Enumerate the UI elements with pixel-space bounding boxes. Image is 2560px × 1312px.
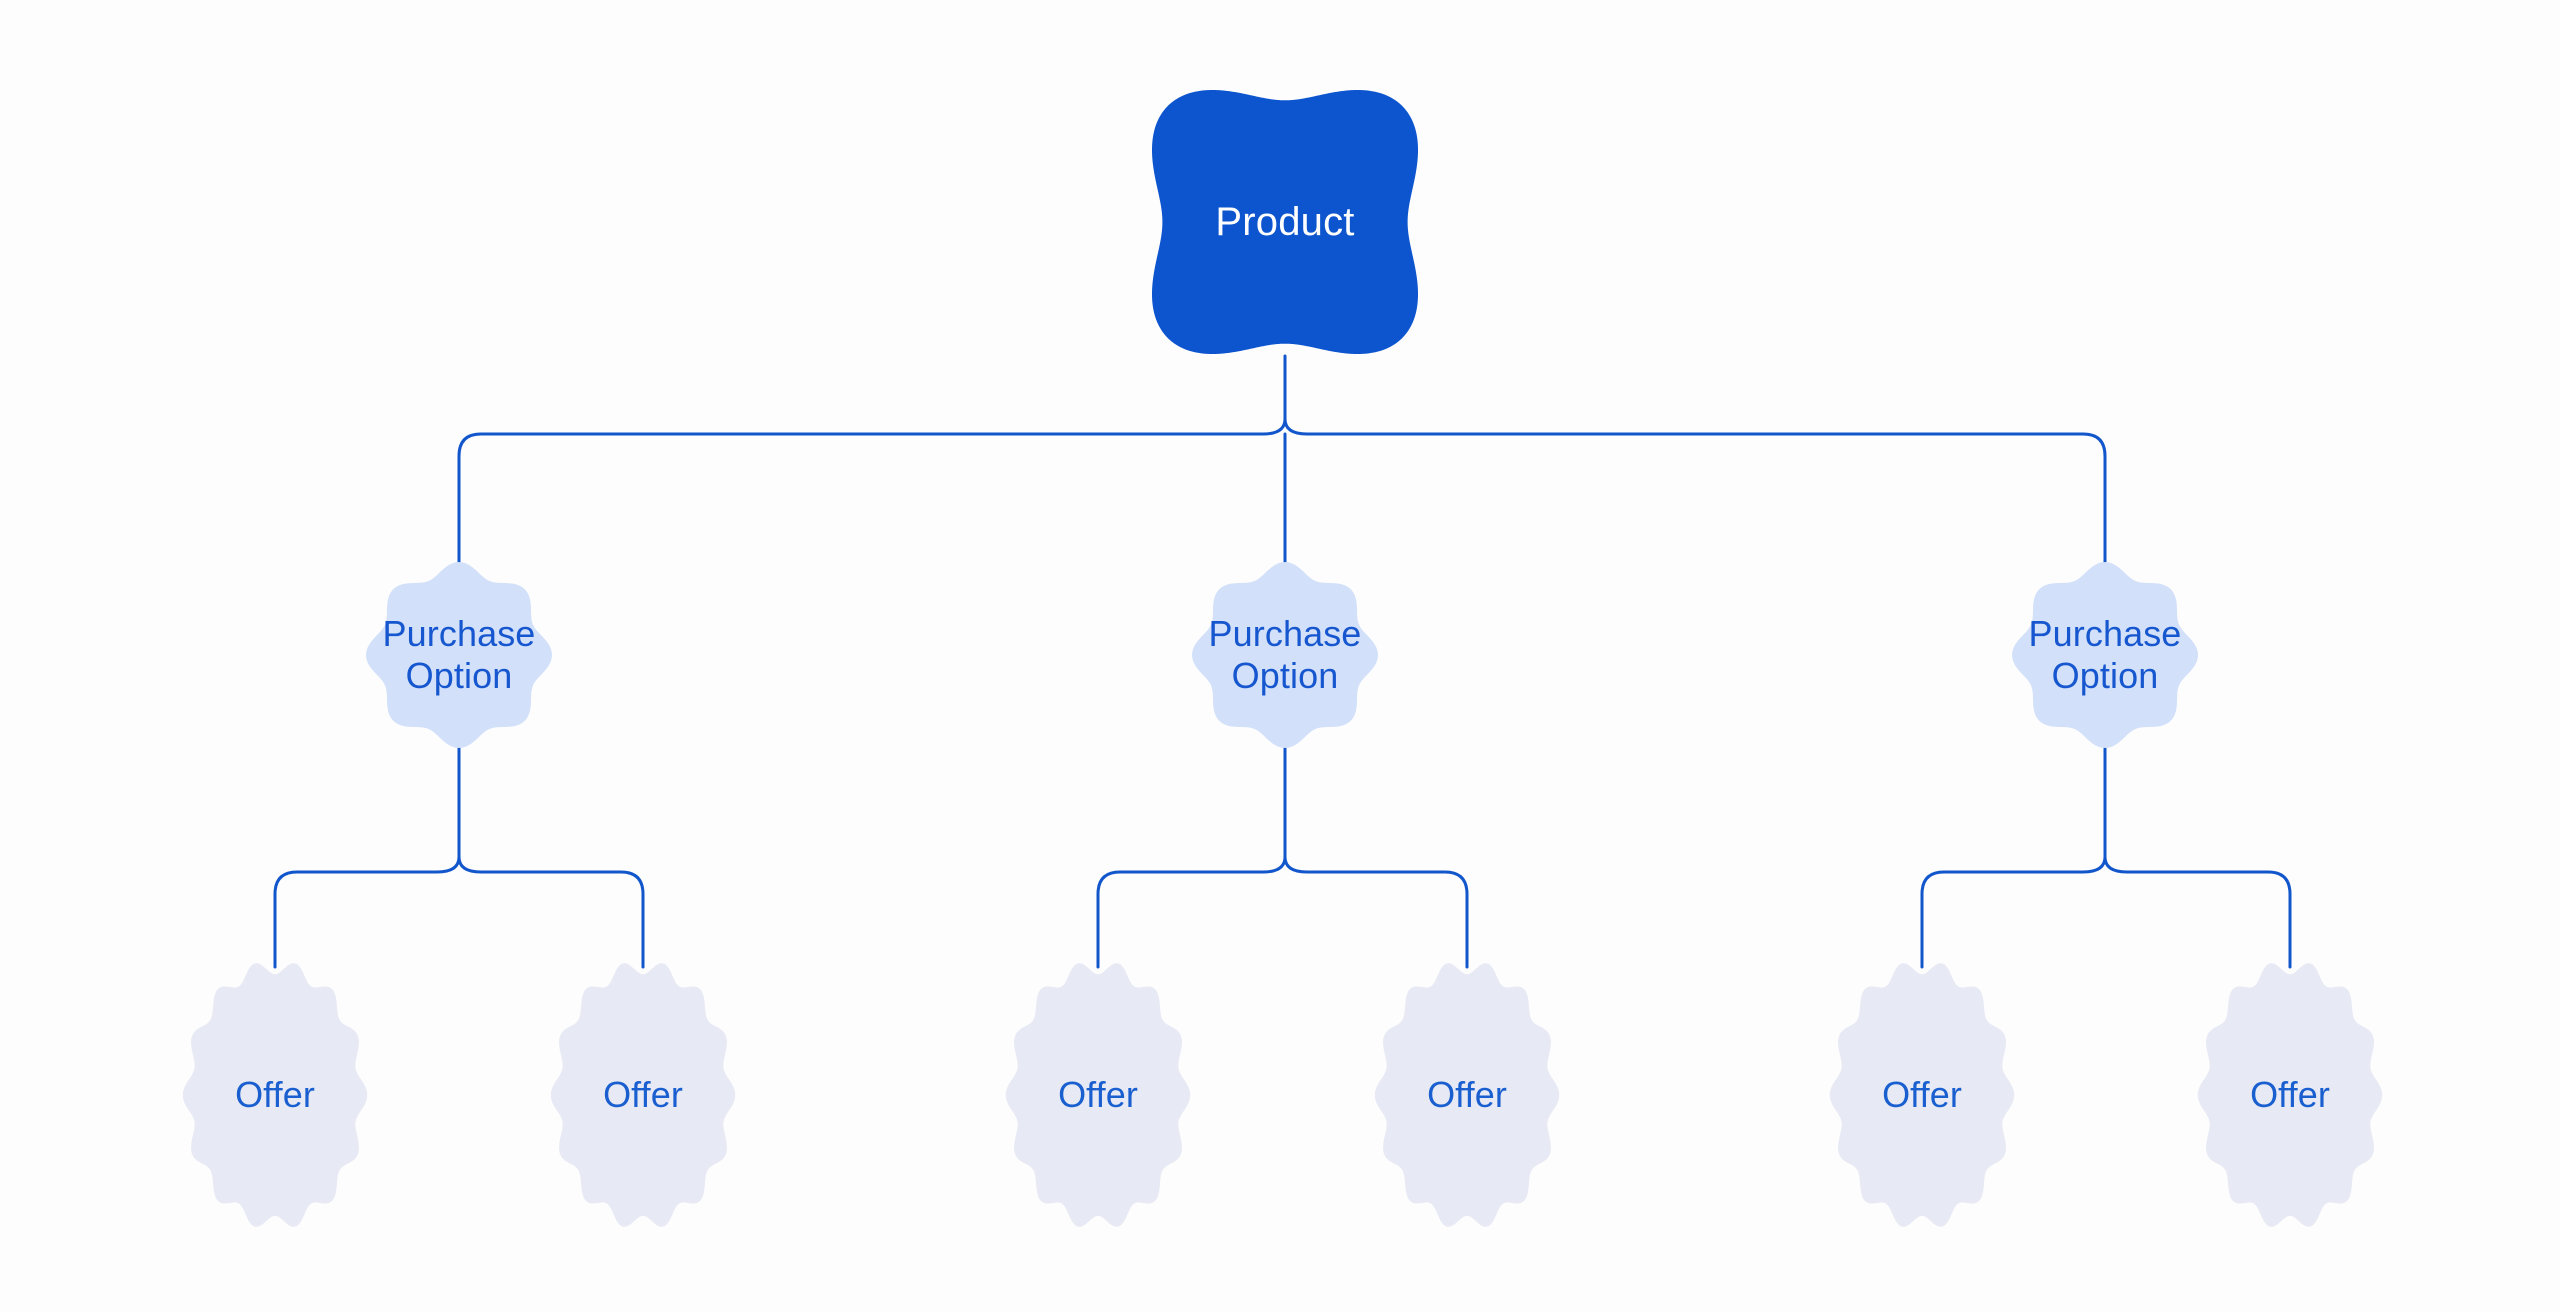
connector-peak-right-g2 (1283, 855, 1309, 874)
node-offer-4[interactable] (1374, 963, 1560, 1227)
connector-po1-to-offer1 (273, 870, 439, 969)
connector-po1-to-offer2 (479, 870, 645, 969)
connector-peak-right-g3 (2103, 855, 2129, 874)
connector-product-to-po3 (1305, 432, 2107, 564)
connector-po2-to-offer4 (1305, 870, 1469, 969)
connector-po3-to-offer5 (1920, 870, 2085, 969)
node-purchase-option-1[interactable] (366, 562, 552, 748)
node-offer-3[interactable] (1005, 963, 1191, 1227)
connector-po2-to-offer3 (1096, 870, 1265, 969)
connector-peak-left-g3 (2081, 855, 2107, 874)
connector-peak-left-g1 (435, 855, 461, 874)
connector-peak-right-g1 (457, 855, 483, 874)
node-product[interactable] (1151, 89, 1419, 355)
node-purchase-option-2[interactable] (1192, 562, 1378, 748)
connector-peak-left-g2 (1261, 855, 1287, 874)
connector-po3-to-offer6 (2125, 870, 2292, 969)
node-purchase-option-3[interactable] (2012, 562, 2198, 748)
connector-peak-left-l1 (1261, 417, 1287, 436)
node-offer-5[interactable] (1829, 963, 2015, 1227)
node-offer-2[interactable] (550, 963, 736, 1227)
node-offer-1[interactable] (182, 963, 368, 1227)
connector-group (273, 354, 2292, 969)
node-offer-6[interactable] (2197, 963, 2383, 1227)
connector-peak-right-l1 (1283, 417, 1309, 436)
connector-product-to-po1 (457, 432, 1265, 564)
